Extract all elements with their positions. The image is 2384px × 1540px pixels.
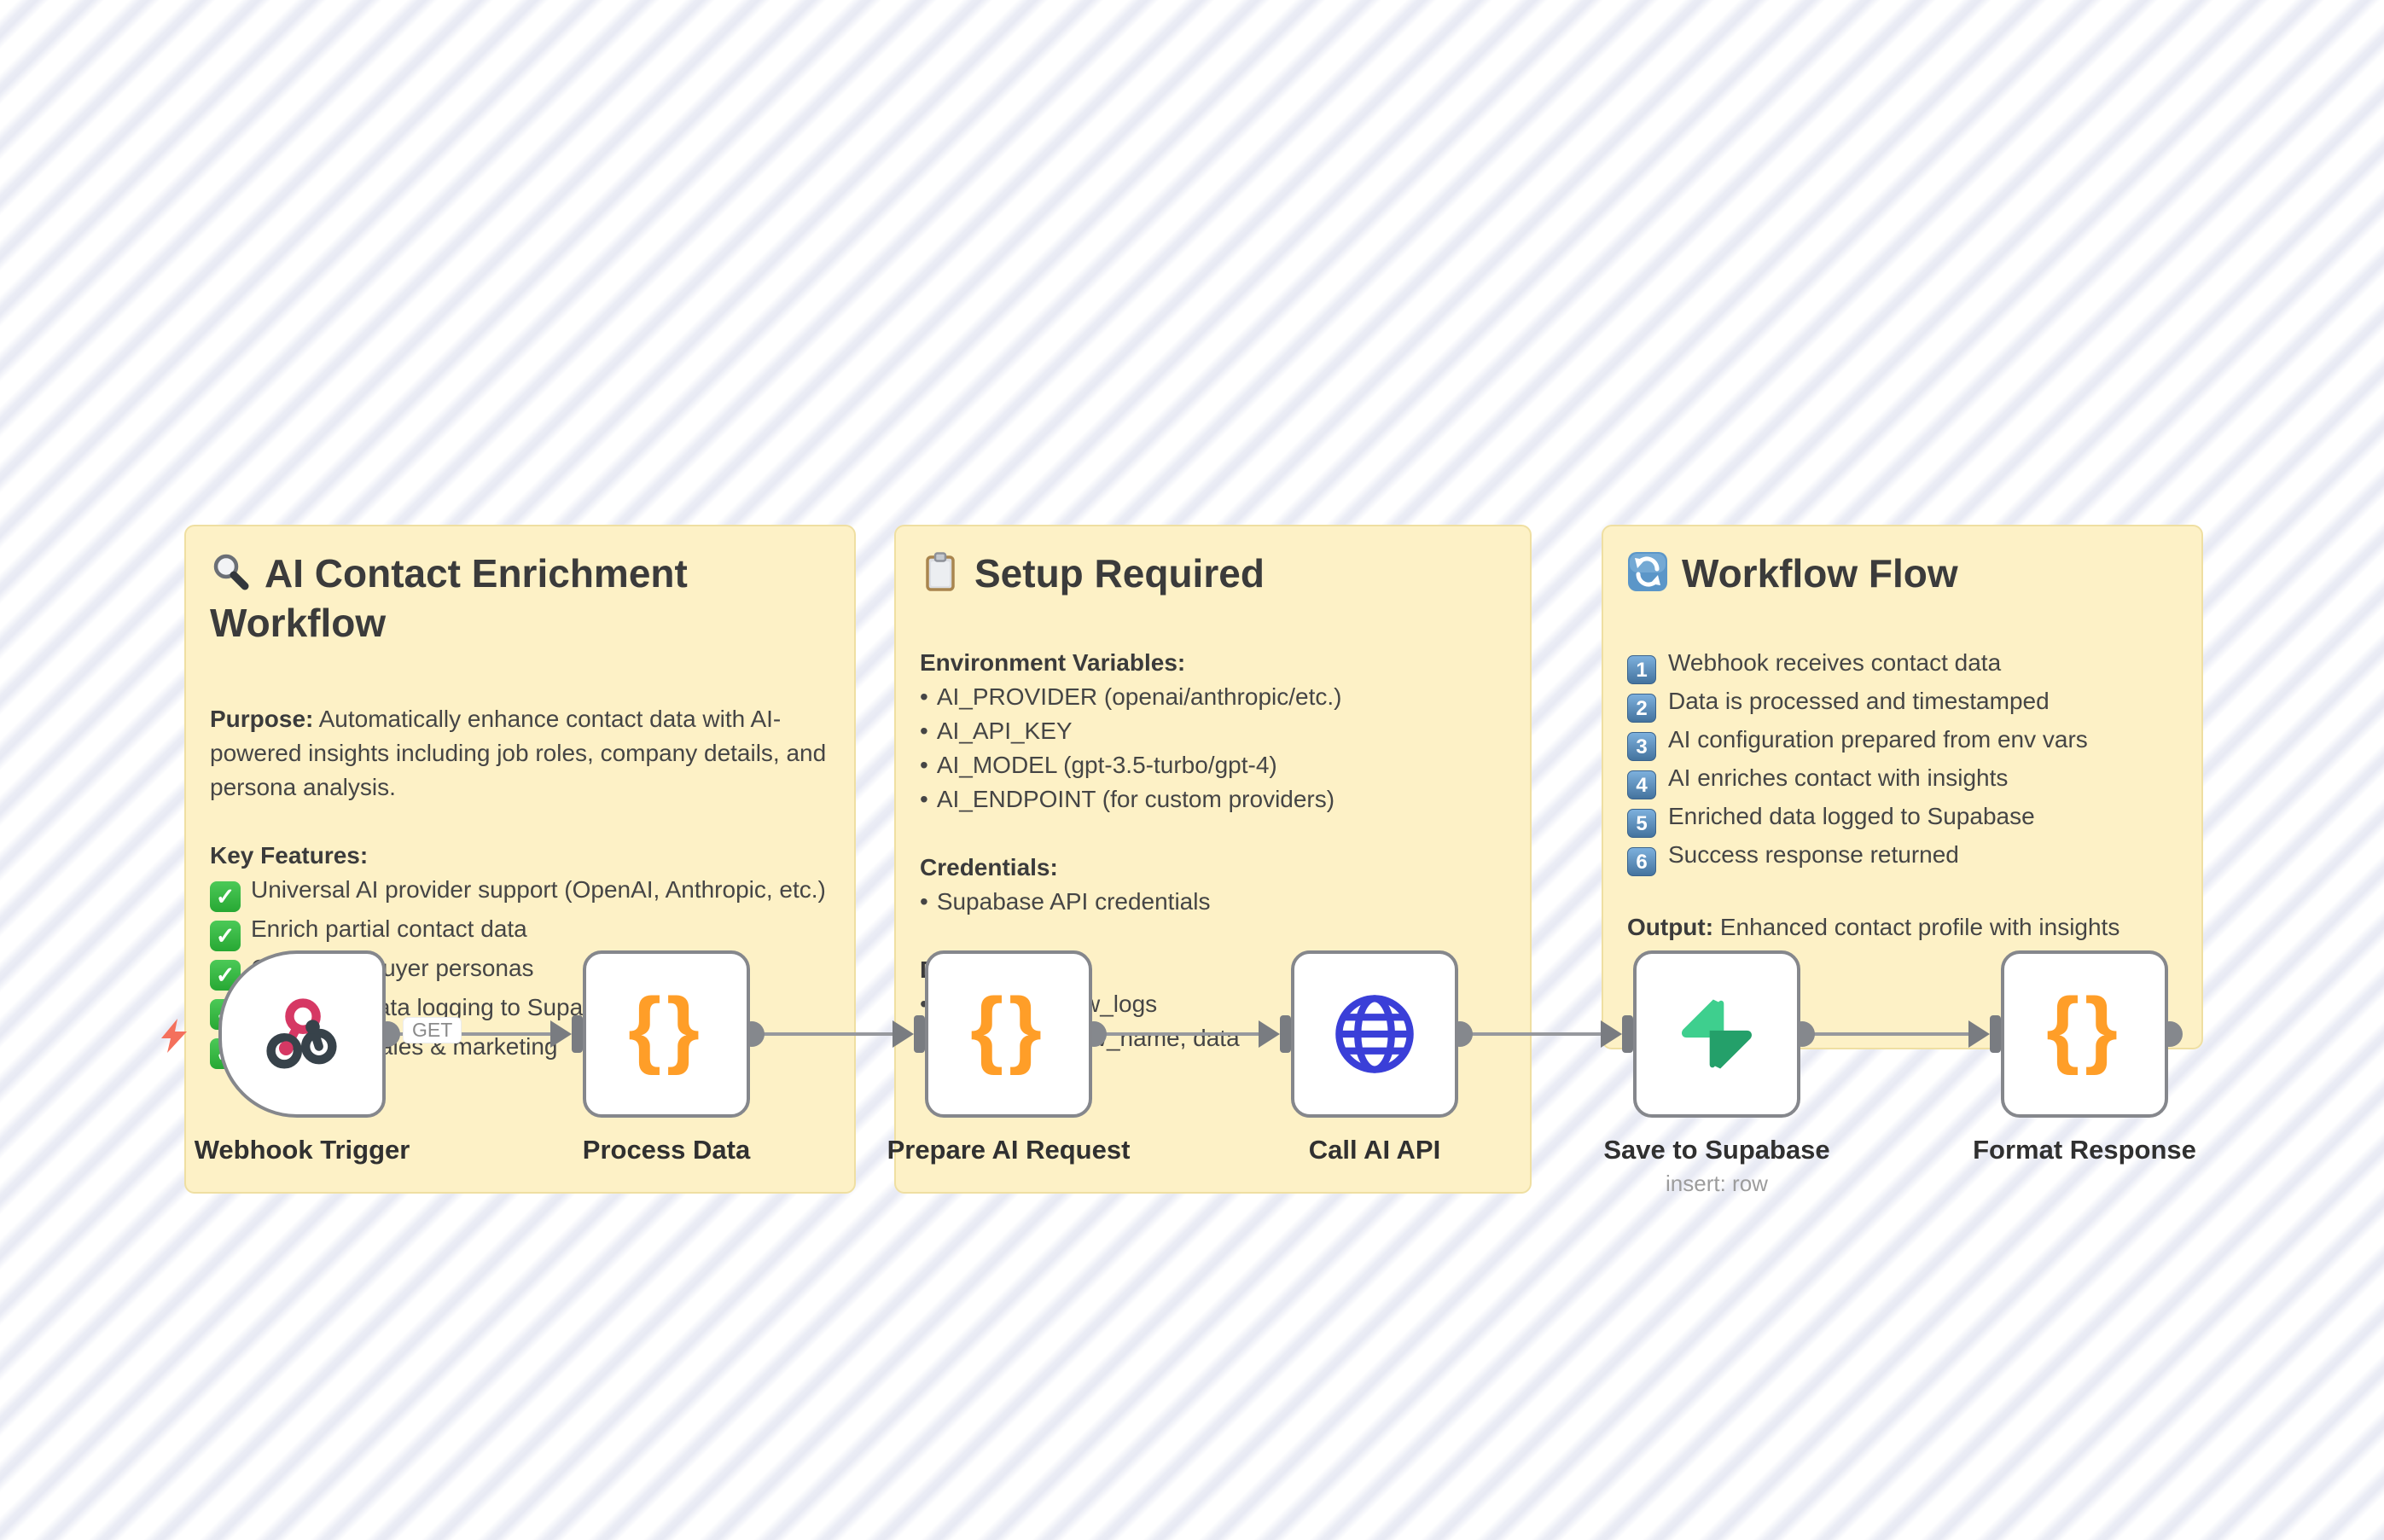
sticky-flow-title: Workflow Flow	[1627, 549, 2178, 598]
credential-item: •Supabase API credentials	[920, 888, 1211, 915]
node-format-response[interactable]: {}	[2001, 950, 2168, 1118]
keycap-1-icon: 1	[1627, 655, 1656, 684]
sticky-setup-title: Setup Required	[920, 549, 1506, 598]
connection-webhook-to-process[interactable]	[388, 1032, 554, 1036]
key-features-heading: Key Features:	[210, 842, 369, 869]
node-label-webhook-trigger: Webhook Trigger	[194, 1135, 410, 1165]
node-label-format-response: Format Response	[1973, 1135, 2196, 1165]
keycap-2-icon: 2	[1627, 694, 1656, 723]
credentials-heading: Credentials:	[920, 854, 1058, 880]
output-line: Output: Enhanced contact profile with in…	[1627, 914, 2120, 940]
node-label-save-to-supabase: Save to Supabase	[1603, 1135, 1830, 1165]
input-port[interactable]	[1622, 1015, 1633, 1053]
node-sublabel-insert-row: insert: row	[1666, 1171, 1768, 1196]
connection-prepare-to-call[interactable]	[1091, 1032, 1262, 1036]
input-port-arrow-icon	[550, 1020, 572, 1048]
connection-save-to-format[interactable]	[1800, 1032, 1972, 1036]
input-port[interactable]	[914, 1015, 925, 1053]
env-var-item: •AI_MODEL (gpt-3.5-turbo/gpt-4)	[920, 752, 1277, 778]
input-port-arrow-icon	[1968, 1020, 1990, 1048]
feature-item: ✓Enrich partial contact data	[210, 912, 830, 951]
input-port[interactable]	[1990, 1015, 2001, 1053]
env-var-item: •AI_API_KEY	[920, 718, 1073, 744]
sticky-workflow-title: AI Contact Enrichment Workflow	[210, 551, 688, 645]
input-port[interactable]	[572, 1015, 583, 1053]
input-port[interactable]	[1280, 1015, 1291, 1053]
code-braces-icon: {}	[2046, 980, 2123, 1076]
purpose-paragraph: Purpose: Automatically enhance contact d…	[210, 706, 827, 800]
input-port-arrow-icon	[893, 1020, 914, 1048]
connection-process-to-prepare[interactable]	[753, 1032, 896, 1036]
code-braces-icon: {}	[970, 980, 1047, 1076]
check-mark-icon: ✓	[210, 881, 241, 912]
node-webhook-trigger[interactable]	[218, 950, 386, 1118]
trigger-lightning-icon	[157, 1017, 193, 1055]
http-method-badge: GET	[403, 1017, 462, 1043]
keycap-6-icon: 6	[1627, 847, 1656, 876]
keycap-3-icon: 3	[1627, 732, 1656, 761]
code-braces-icon: {}	[628, 980, 705, 1076]
connection-call-to-save[interactable]	[1459, 1032, 1604, 1036]
keycap-4-icon: 4	[1627, 770, 1656, 799]
input-port-arrow-icon	[1259, 1020, 1280, 1048]
supabase-icon	[1672, 990, 1761, 1078]
node-prepare-ai-request[interactable]: {}	[925, 950, 1092, 1118]
env-vars-heading: Environment Variables:	[920, 649, 1186, 676]
node-label-prepare-ai-request: Prepare AI Request	[887, 1135, 1131, 1165]
clipboard-icon	[920, 551, 961, 592]
node-call-ai-api[interactable]	[1291, 950, 1458, 1118]
input-port-arrow-icon	[1601, 1020, 1622, 1048]
node-process-data[interactable]: {}	[583, 950, 750, 1118]
feature-item: ✓Universal AI provider support (OpenAI, …	[210, 873, 830, 912]
magnifier-icon	[210, 551, 251, 592]
env-var-item: •AI_ENDPOINT (for custom providers)	[920, 786, 1335, 812]
node-label-process-data: Process Data	[582, 1135, 751, 1165]
keycap-5-icon: 5	[1627, 809, 1656, 838]
webhook-icon	[258, 990, 346, 1078]
env-var-item: •AI_PROVIDER (openai/anthropic/etc.)	[920, 683, 1342, 710]
cycle-arrows-icon	[1627, 551, 1668, 592]
node-label-call-ai-api: Call AI API	[1308, 1135, 1441, 1165]
globe-icon	[1330, 990, 1419, 1078]
check-mark-icon: ✓	[210, 921, 241, 951]
node-save-to-supabase[interactable]	[1633, 950, 1800, 1118]
